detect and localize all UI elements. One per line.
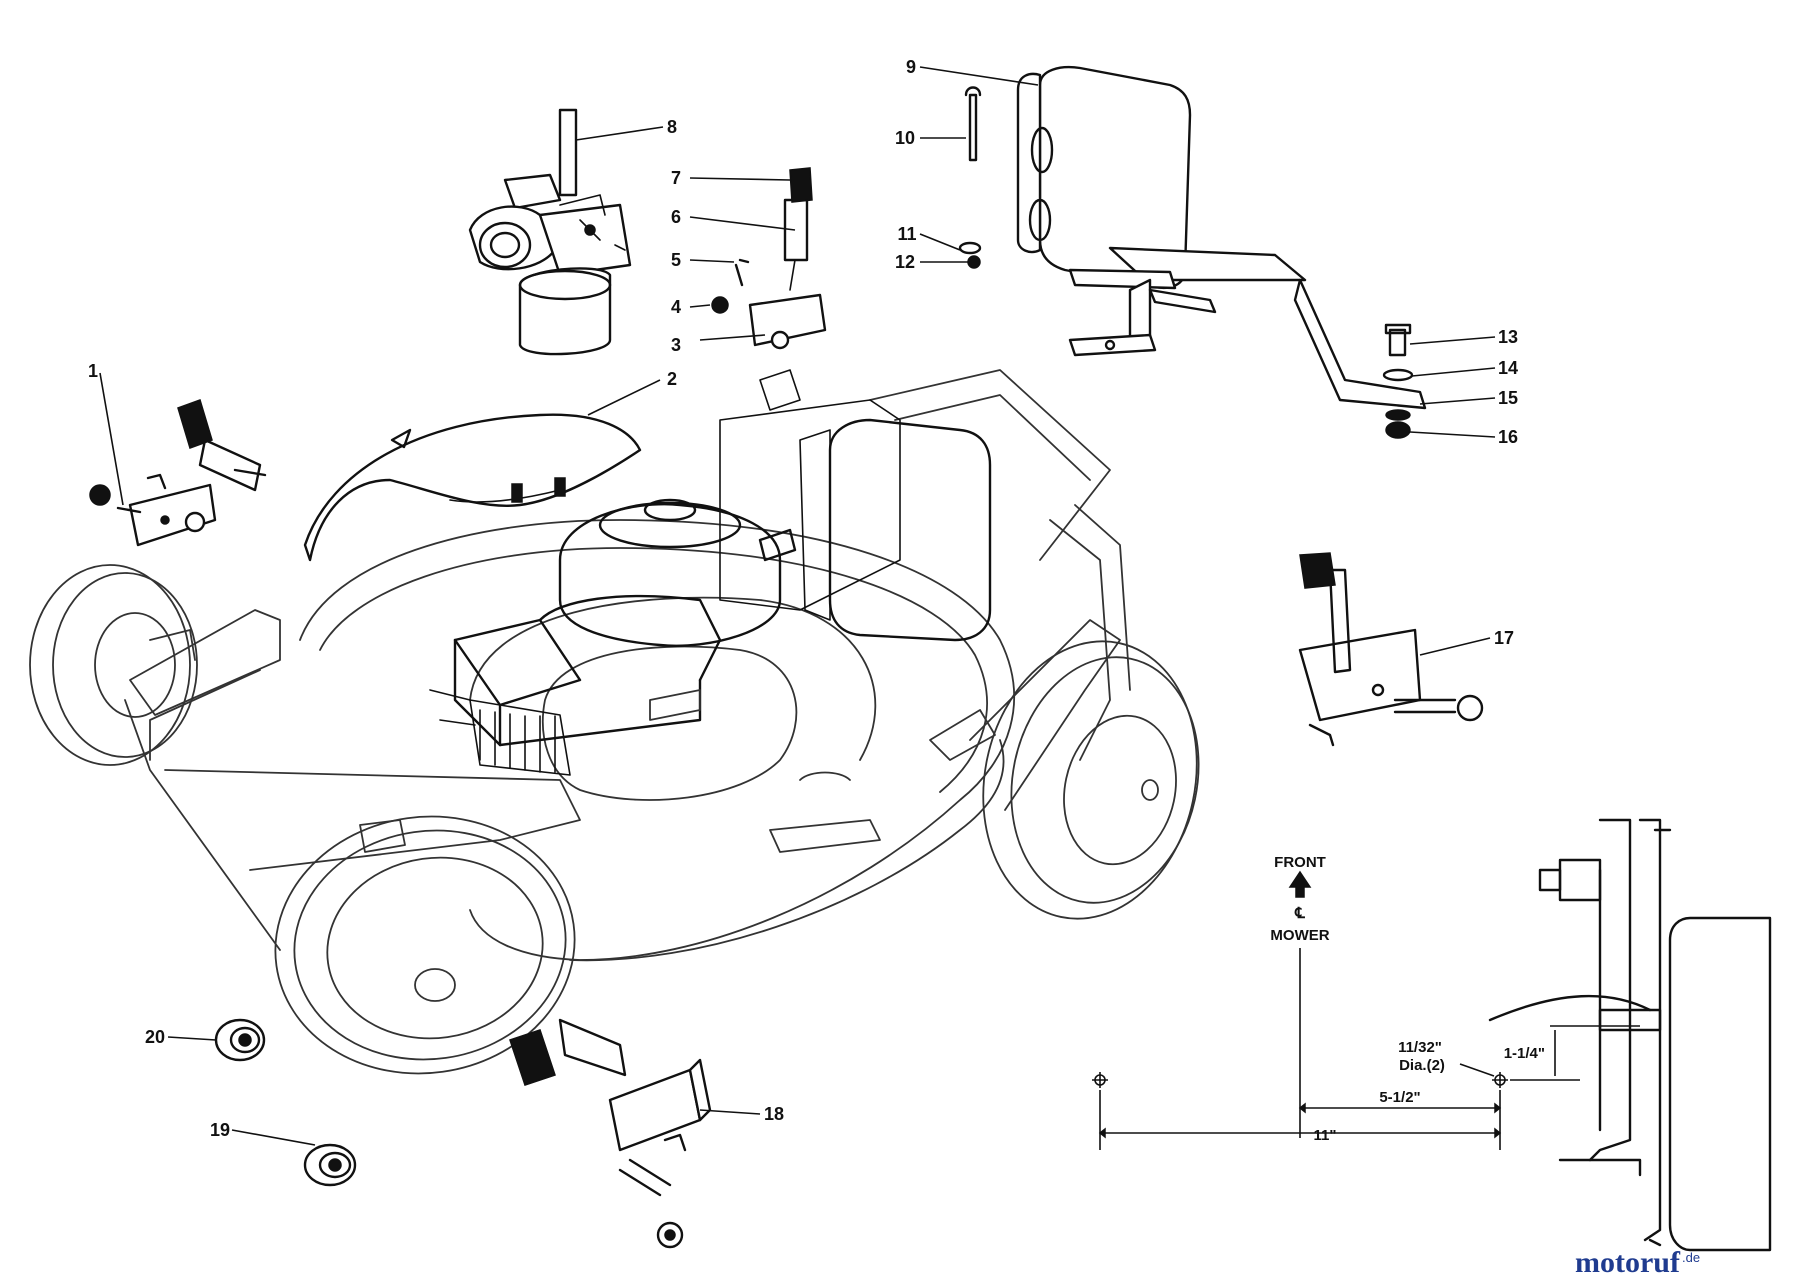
leader-lines [99, 66, 1496, 1146]
callout-9: 9 [906, 57, 916, 77]
mounting-template: FRONT ℄ MOWER 11/32" Dia.(2) 1-1/4" 5-1/… [1092, 818, 1772, 1252]
callout-20: 20 [145, 1027, 165, 1047]
watermark-brand: motoruf [1575, 1246, 1681, 1279]
callout-1: 1 [88, 361, 98, 381]
callout-15: 15 [1498, 388, 1518, 408]
callout-6: 6 [671, 207, 681, 227]
callout-3: 3 [671, 335, 681, 355]
callout-14: 14 [1498, 358, 1518, 378]
callout-4: 4 [671, 297, 681, 317]
callout-10: 10 [895, 128, 915, 148]
callout-18: 18 [764, 1104, 784, 1124]
svg-text:motoruf: motoruf [1575, 1246, 1681, 1279]
part-20-hub-cap [214, 1018, 266, 1062]
callout-17: 17 [1494, 628, 1514, 648]
callout-13: 13 [1498, 327, 1518, 347]
front-label: FRONT [1274, 854, 1326, 871]
callout-19: 19 [210, 1120, 230, 1140]
hole-count-label: Dia.(2) [1399, 1057, 1445, 1074]
part-2-engine-shroud [303, 413, 642, 562]
callout-16: 16 [1498, 427, 1518, 447]
callout-8: 8 [667, 117, 677, 137]
hole-size-label: 11/32" [1398, 1039, 1442, 1056]
centerline-symbol: ℄ [1294, 905, 1305, 922]
callout-5: 5 [671, 250, 681, 270]
dim-offset: 1-1/4" [1504, 1045, 1545, 1062]
part-3-7-throttle-plate-kit [711, 167, 827, 350]
mower-assembly [29, 369, 1200, 1075]
callout-11: 11 [897, 224, 916, 244]
part-8-carburetor [468, 108, 632, 356]
callout-2: 2 [667, 369, 677, 389]
part-1-throttle-bracket-kit [89, 399, 267, 547]
part-17-throttle-bracket-kit [1298, 552, 1484, 747]
callout-12: 12 [895, 252, 915, 272]
part-9-16-mounting-bracket [958, 66, 1427, 439]
callout-7: 7 [671, 168, 681, 188]
part-18-throttle-bracket-kit [509, 1018, 712, 1249]
callout-labels: 1 2 3 4 5 6 7 8 9 10 11 12 13 14 15 16 1… [88, 57, 1518, 1140]
part-19-hub-cap [303, 1143, 357, 1187]
mower-label: MOWER [1270, 927, 1329, 944]
watermark-logo: motoruf .de [1575, 1246, 1700, 1279]
dim-half: 5-1/2" [1379, 1089, 1420, 1106]
watermark-tld: .de [1682, 1250, 1700, 1265]
dim-full: 11" [1314, 1127, 1337, 1144]
front-arrow-icon [1288, 870, 1312, 898]
